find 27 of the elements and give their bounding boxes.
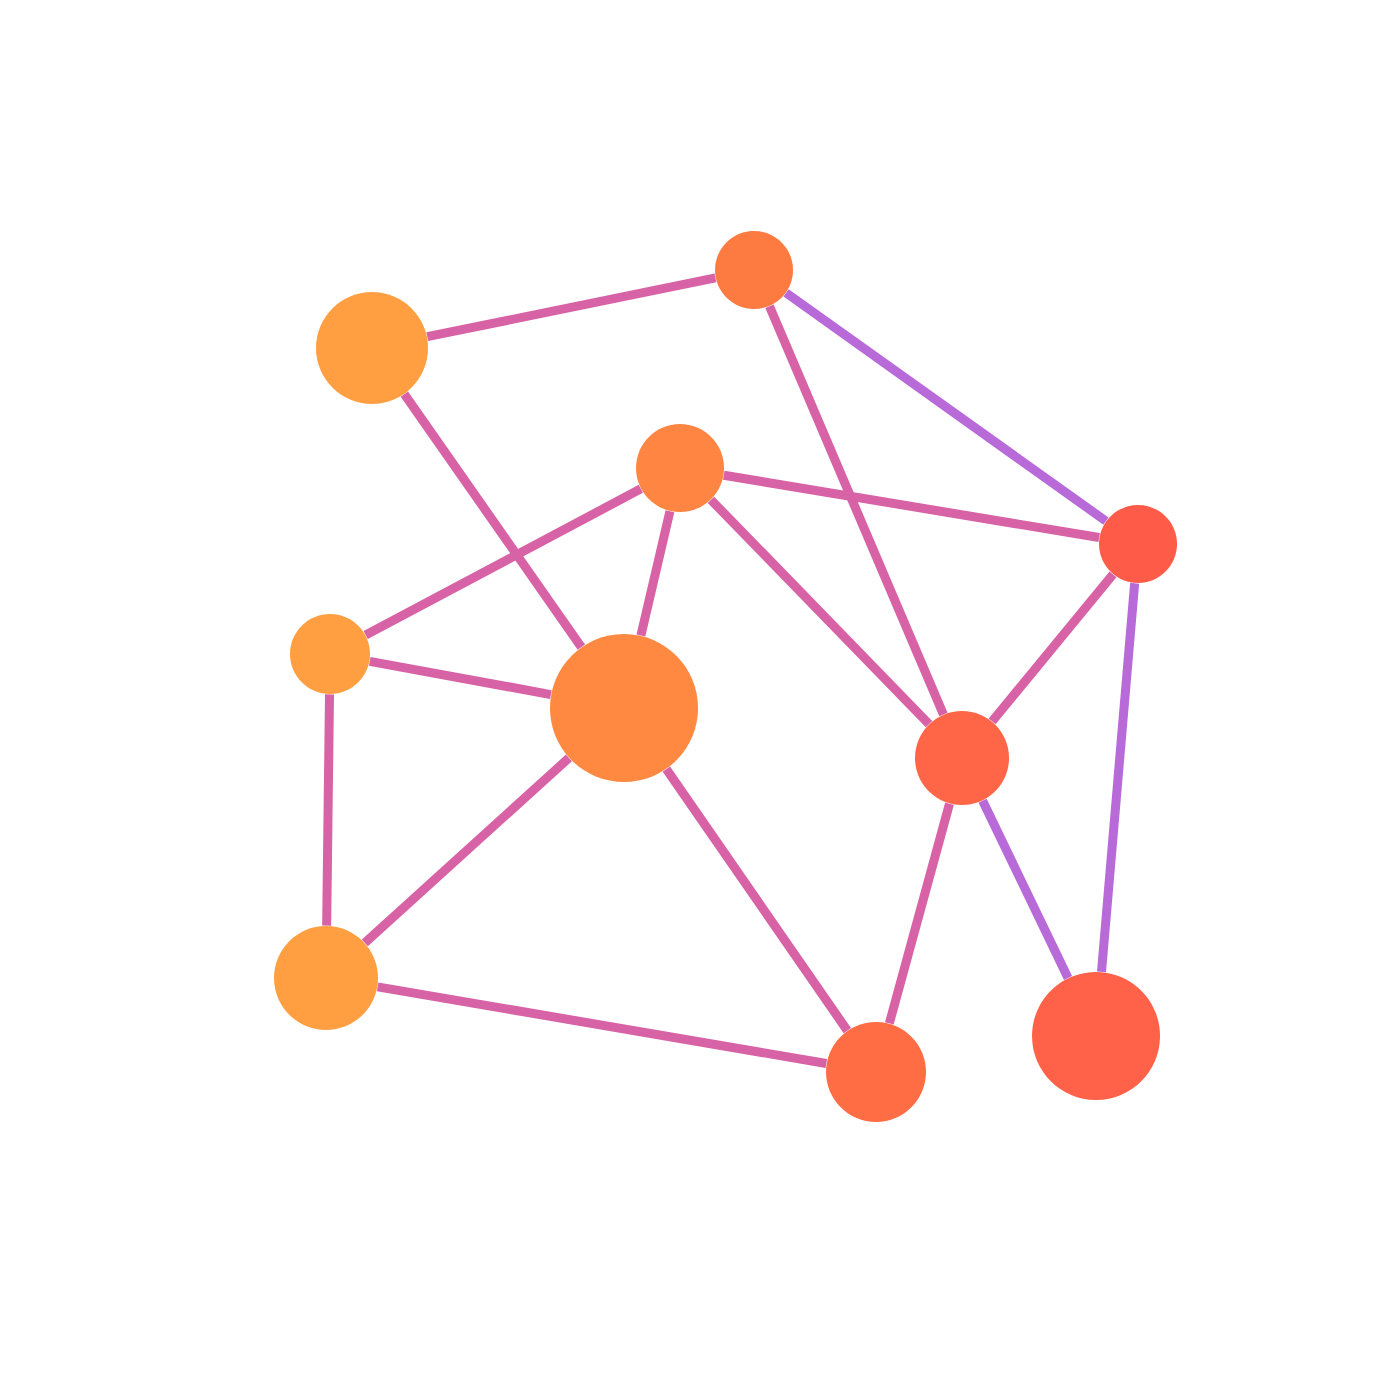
node-circle: [636, 424, 724, 512]
node-circle: [1099, 505, 1177, 583]
connector-line: [723, 470, 1100, 542]
connector-line: [426, 273, 717, 342]
node-circle: [550, 634, 698, 782]
node-circle: [1032, 972, 1160, 1100]
node-circle: [715, 231, 793, 309]
connector-line: [376, 982, 828, 1068]
node-circle: [915, 711, 1009, 805]
node-circle: [274, 926, 378, 1030]
node-circle: [826, 1022, 926, 1122]
connector-line: [322, 694, 334, 926]
connector-line: [368, 656, 552, 699]
connector-line: [765, 304, 948, 717]
node-circle: [290, 614, 370, 694]
connector-line: [783, 289, 1109, 525]
connector-line: [885, 802, 954, 1025]
connector-line: [400, 391, 586, 650]
connector-line: [662, 766, 852, 1034]
connector-line: [988, 571, 1117, 725]
node-circle: [316, 292, 428, 404]
connector-line: [707, 496, 933, 728]
connector-line: [361, 754, 572, 947]
connector-line: [636, 510, 675, 637]
connector-line: [1097, 582, 1140, 973]
connector-line: [363, 484, 643, 640]
connector-line: [978, 798, 1073, 980]
